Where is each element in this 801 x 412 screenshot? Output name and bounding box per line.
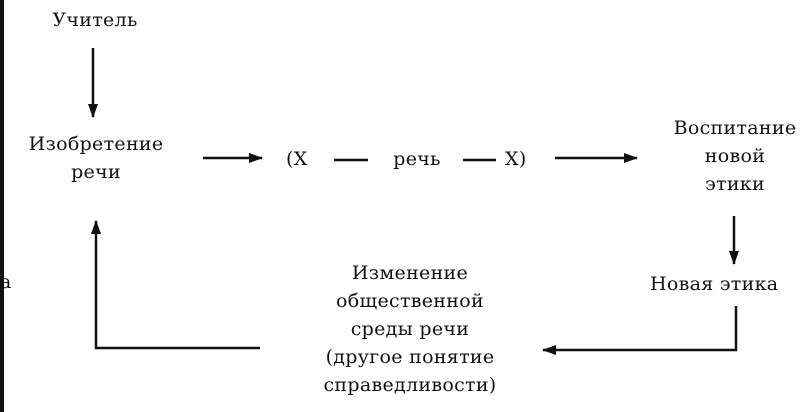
node-change-line-1: Изменение (351, 262, 469, 284)
node-teacher-label: Учитель (52, 9, 138, 31)
left-edge-text-fragment: a (0, 271, 12, 293)
node-speech-invention-line-1: Изобретение (28, 133, 164, 155)
node-upbringing-line-3: этики (705, 173, 765, 195)
node-upbringing-line-1: Воспитание (673, 117, 797, 139)
formula-close: X) (505, 148, 527, 170)
node-new-ethics-label: Новая этика (650, 273, 779, 295)
node-environment-change: Изменение общественной среды речи (друго… (280, 259, 540, 399)
node-change-line-4: (другое понятие (325, 346, 495, 368)
formula-open: (X (286, 148, 308, 170)
node-change-line-3: среды речи (350, 318, 470, 340)
node-speech-invention-line-2: речи (71, 161, 121, 183)
formula-speech: речь (393, 148, 441, 170)
node-teacher: Учитель (40, 6, 150, 34)
node-change-line-5: справедливости) (323, 374, 497, 396)
arrow-new-ethics-to-change (542, 306, 738, 355)
node-speech-invention: Изобретение речи (10, 130, 182, 186)
node-upbringing-line-2: новой (704, 145, 766, 167)
node-new-ethics-upbringing: Воспитание новой этики (655, 114, 801, 198)
arrow-change-to-invention (91, 220, 260, 350)
left-border-line (0, 0, 4, 412)
node-change-line-2: общественной (336, 290, 484, 312)
node-new-ethics: Новая этика (650, 270, 801, 298)
